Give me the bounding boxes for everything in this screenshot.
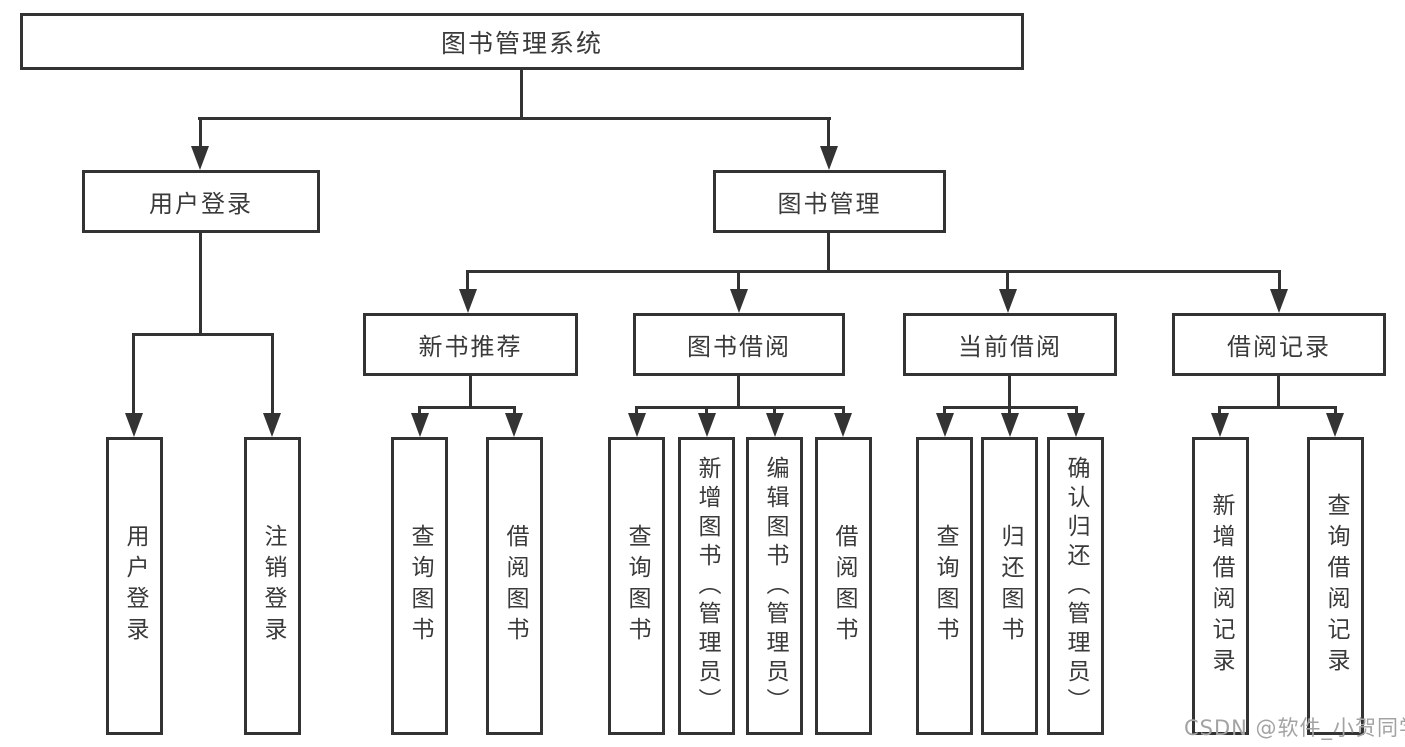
connector-stem-cur-confirm [1075,406,1078,416]
leaf-edit-book-admin: 编辑图书（管理员） [746,437,803,735]
connector-recommend-splitter [418,406,516,409]
connector-root-splitter [198,117,831,120]
node-new-book-recommend-label: 新书推荐 [418,333,523,361]
leaf-current-query-books: 查询图书 [916,437,973,735]
connector-stem-bor-query [635,406,638,416]
arrowhead-records [1270,289,1288,313]
connector-stem-cur-return [1008,406,1011,416]
leaf-current-query-books-label: 查询图书 [932,524,958,648]
connector-stem-bor-add [705,406,708,416]
node-book-mgmt: 图书管理 [713,170,946,233]
node-root-label: 图书管理系统 [440,28,603,58]
connector-stem-records [1278,270,1281,292]
connector-stem-leaf-logout [271,333,274,415]
leaf-recommend-query-books: 查询图书 [391,437,448,735]
arrowhead-rec-query-record [1326,413,1344,437]
connector-borrow-splitter [635,406,845,409]
connector-mgmt-stub [827,233,830,272]
connector-stem-book-mgmt [827,117,830,147]
arrowhead-rec-borrow [505,413,523,437]
connector-stem-rec-add-record [1218,406,1221,416]
leaf-add-borrow-record-label: 新增借阅记录 [1208,493,1234,679]
connector-stem-cur-query [943,406,946,416]
leaf-return-book-label: 归还图书 [997,524,1023,648]
node-borrow-records-label: 借阅记录 [1227,333,1331,361]
leaf-confirm-return-admin: 确认归还（管理员） [1047,437,1104,735]
connector-stem-rec-borrow [513,406,516,416]
leaf-add-borrow-record: 新增借阅记录 [1192,437,1249,735]
leaf-recommend-borrow-books-label: 借阅图书 [502,524,528,648]
arrowhead-bor-edit [766,413,784,437]
leaf-return-book: 归还图书 [981,437,1038,735]
leaf-recommend-query-books-label: 查询图书 [407,524,433,648]
node-book-borrow: 图书借阅 [633,313,845,376]
connector-stem-user-login [199,117,202,147]
arrowhead-user-login [191,146,209,170]
leaf-user-login: 用户登录 [106,437,163,735]
connector-stem-bor-borrow [842,406,845,416]
connector-stem-recommend [466,270,469,292]
leaf-borrow-borrow-books: 借阅图书 [815,437,872,735]
connector-recommend-stub [469,376,472,409]
arrowhead-bor-add [698,413,716,437]
connector-user-stub [199,233,202,335]
arrowhead-rec-query [411,413,429,437]
leaf-borrow-query-books: 查询图书 [608,437,665,735]
connector-stem-rec-query [418,406,421,416]
arrowhead-bor-borrow [834,413,852,437]
leaf-add-book-admin: 新增图书（管理员） [678,437,735,735]
arrowhead-cur-query [936,413,954,437]
connector-root-trunk [520,70,523,118]
leaf-recommend-borrow-books: 借阅图书 [486,437,543,735]
leaf-add-book-admin-label: 新增图书（管理员） [694,455,720,717]
connector-stem-current [1006,270,1009,292]
node-root: 图书管理系统 [20,13,1024,70]
leaf-user-login-label: 用户登录 [122,524,148,648]
node-new-book-recommend: 新书推荐 [363,313,578,376]
node-book-borrow-label: 图书借阅 [687,333,791,361]
arrowhead-leaf-logout [263,413,281,437]
leaf-borrow-query-books-label: 查询图书 [624,524,650,648]
node-book-mgmt-label: 图书管理 [777,190,882,218]
arrowhead-leaf-login [125,413,143,437]
leaf-logout-label: 注销登录 [260,524,286,648]
connector-stem-borrow [737,270,740,292]
connector-stem-leaf-login [132,333,135,415]
leaf-borrow-borrow-books-label: 借阅图书 [831,524,857,648]
arrowhead-borrow [730,289,748,313]
node-borrow-records: 借阅记录 [1172,313,1386,376]
connector-stem-bor-edit [773,406,776,416]
arrowhead-cur-confirm [1067,413,1085,437]
node-current-borrow-label: 当前借阅 [958,333,1062,361]
arrowhead-current [999,289,1017,313]
node-current-borrow: 当前借阅 [903,313,1117,376]
connector-records-stub [1277,376,1280,409]
arrowhead-rec-add-record [1211,413,1229,437]
node-user-login: 用户登录 [82,170,320,233]
arrowhead-bor-query [628,413,646,437]
connector-mgmt-splitter [466,270,1281,273]
leaf-edit-book-admin-label: 编辑图书（管理员） [762,455,788,717]
connector-current-stub [1008,376,1011,409]
connector-stem-rec-query-record [1334,406,1337,416]
leaf-query-borrow-record: 查询借阅记录 [1307,437,1364,735]
connector-user-splitter [132,333,274,336]
connector-borrow-stub [737,376,740,409]
csdn-watermark: CSDN @软件_小贺同学 [1184,716,1405,740]
leaf-logout: 注销登录 [244,437,301,735]
arrowhead-cur-return [1001,413,1019,437]
node-user-login-label: 用户登录 [149,190,253,218]
connector-records-splitter [1218,406,1337,409]
arrowhead-book-mgmt [820,146,838,170]
leaf-query-borrow-record-label: 查询借阅记录 [1323,493,1349,679]
arrowhead-recommend [459,289,477,313]
leaf-confirm-return-admin-label: 确认归还（管理员） [1063,455,1089,717]
